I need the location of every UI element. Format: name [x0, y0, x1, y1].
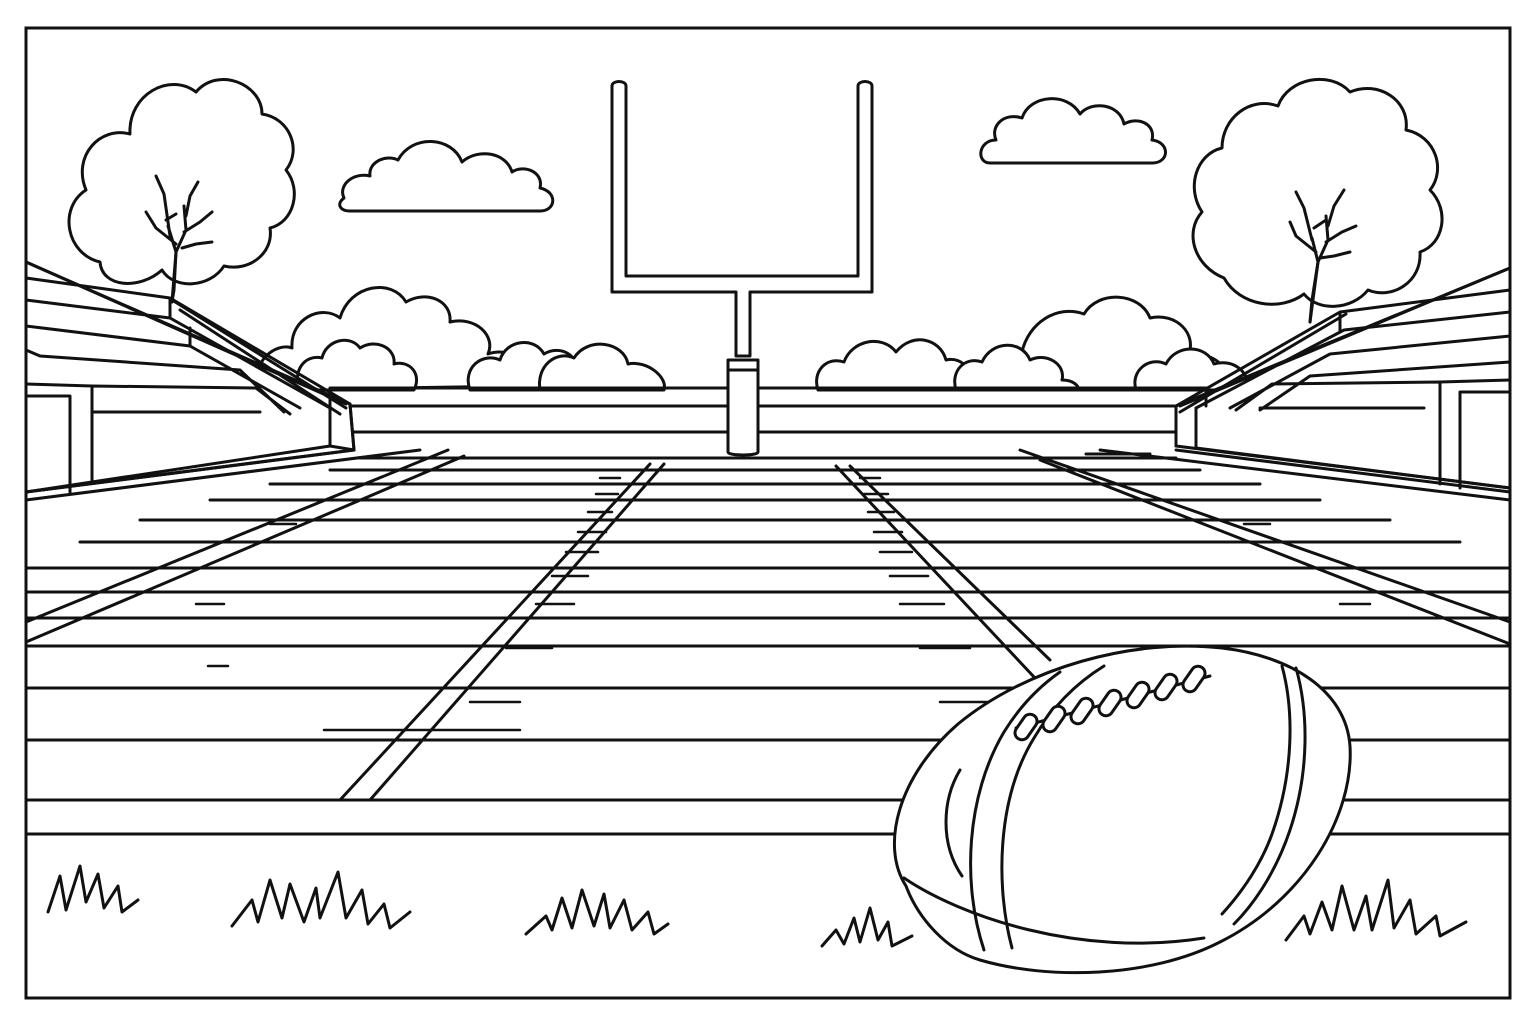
tree-left	[67, 78, 296, 304]
bushes-right	[815, 295, 1249, 392]
football	[893, 644, 1352, 975]
grass-tufts	[46, 864, 1468, 948]
football-field	[24, 448, 1512, 836]
cloud-left	[338, 140, 555, 213]
football-lace-stitches	[1013, 664, 1207, 742]
goal-post	[610, 80, 874, 457]
tree-right	[1191, 77, 1444, 324]
cloud-right	[979, 97, 1167, 165]
stadium-back-wall	[328, 386, 1208, 434]
bleachers-right	[1174, 266, 1512, 490]
bushes-left	[255, 286, 666, 392]
